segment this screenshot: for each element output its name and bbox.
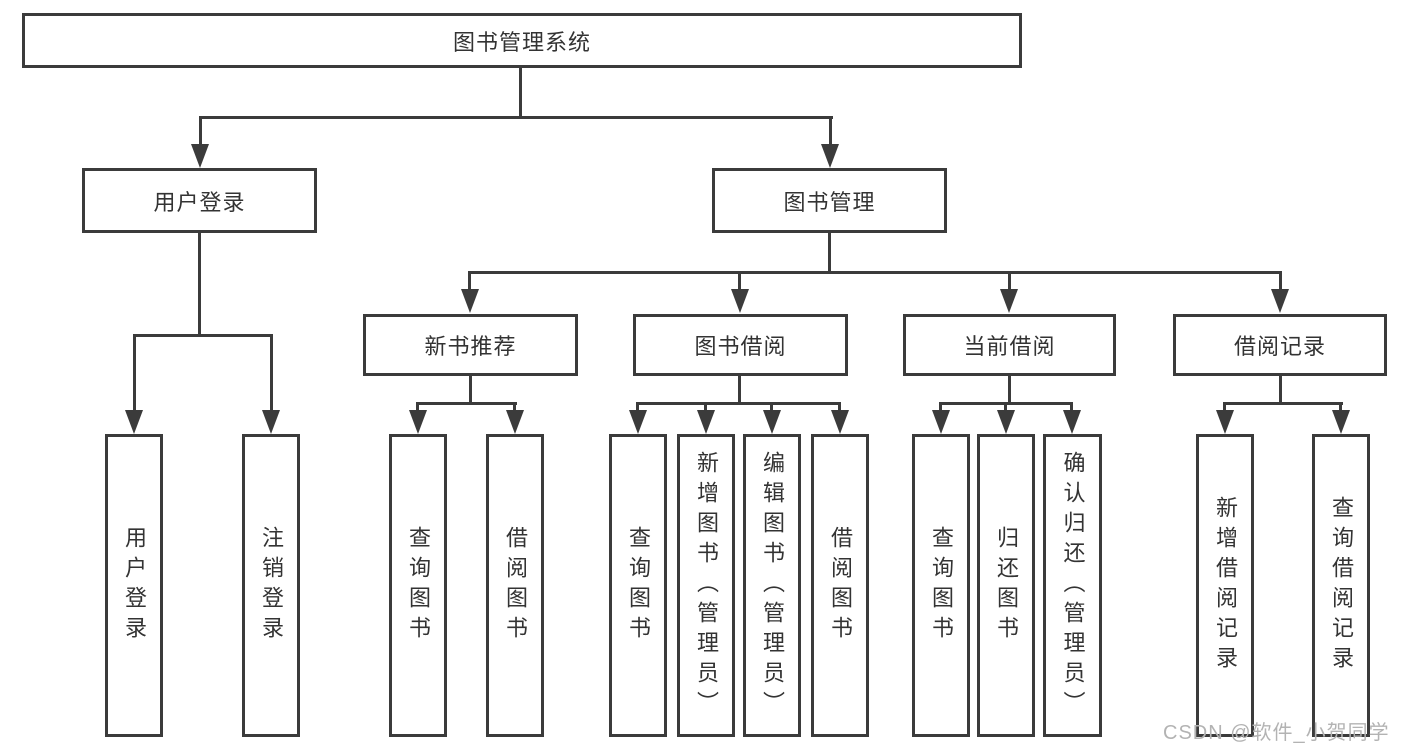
node-current-borrow-label: 当前借阅 (963, 334, 1056, 359)
connector-to-new-book-recommend (468, 271, 471, 293)
connector-borrow-records-branch (1223, 402, 1343, 405)
node-user-login: 用户登录 (82, 168, 317, 233)
leaf-query-book-recommend-label: 查询图书 (406, 525, 431, 646)
leaf-edit-book-admin: 编辑图书（管理员） (743, 434, 801, 737)
connector-to-leaf-add-book (704, 402, 707, 414)
leaf-query-book-current-label: 查询图书 (929, 525, 954, 646)
leaf-query-borrow-record: 查询借阅记录 (1312, 434, 1370, 737)
node-book-management: 图书管理 (712, 168, 947, 233)
connector-to-leaf-login (133, 334, 136, 414)
node-current-borrow: 当前借阅 (903, 314, 1116, 376)
leaf-borrow-book-recommend-label: 借阅图书 (503, 525, 528, 646)
node-root-label: 图书管理系统 (452, 29, 591, 55)
arrowhead-leaf-query-book-3 (932, 410, 950, 434)
leaf-confirm-return-admin: 确认归还（管理员） (1043, 434, 1102, 737)
node-book-borrow: 图书借阅 (633, 314, 848, 376)
leaf-edit-book-admin-label: 编辑图书（管理员） (760, 450, 785, 721)
connector-current-borrow-stub (1008, 376, 1011, 404)
node-user-login-label: 用户登录 (153, 189, 246, 215)
connector-to-leaf-return-book (1004, 402, 1007, 414)
leaf-add-borrow-record: 新增借阅记录 (1196, 434, 1254, 737)
csdn-watermark: CSDN @软件_小贺同学 (1163, 722, 1390, 744)
arrowhead-leaf-borrow-book-2 (831, 410, 849, 434)
connector-to-borrow-records (1279, 271, 1282, 293)
connector-new-book-recommend-branch (416, 402, 517, 405)
leaf-query-book-recommend: 查询图书 (389, 434, 447, 737)
connector-user-login-branch (133, 334, 273, 337)
connector-to-leaf-query-book-2 (636, 402, 639, 414)
connector-to-leaf-borrow-book-1 (513, 402, 516, 414)
arrowhead-leaf-confirm-return (1063, 410, 1081, 434)
node-borrow-records: 借阅记录 (1173, 314, 1387, 376)
arrowhead-current-borrow (1000, 289, 1018, 313)
connector-book-management-stub (828, 233, 831, 274)
connector-root-trunk (519, 68, 522, 118)
leaf-query-book-current: 查询图书 (912, 434, 970, 737)
connector-new-book-recommend-stub (469, 376, 472, 404)
arrowhead-leaf-return-book (997, 410, 1015, 434)
connector-book-borrow-stub (738, 376, 741, 404)
arrowhead-book-borrow (731, 289, 749, 313)
node-new-book-recommend-label: 新书推荐 (424, 334, 517, 359)
connector-to-leaf-confirm-return (1070, 402, 1073, 414)
connector-to-leaf-query-book-1 (416, 402, 419, 414)
connector-to-leaf-query-book-3 (939, 402, 942, 414)
leaf-add-book-admin: 新增图书（管理员） (677, 434, 735, 737)
leaf-return-book-label: 归还图书 (994, 525, 1019, 646)
arrowhead-leaf-add-book (697, 410, 715, 434)
arrowhead-user-login (191, 144, 209, 168)
connector-level2-branch (199, 116, 833, 119)
arrowhead-leaf-edit-book (763, 410, 781, 434)
arrowhead-leaf-query-record (1332, 410, 1350, 434)
connector-to-current-borrow (1008, 271, 1011, 293)
node-borrow-records-label: 借阅记录 (1233, 334, 1326, 359)
connector-level3-branch (469, 271, 1282, 274)
arrowhead-book-management (821, 144, 839, 168)
arrowhead-leaf-query-book-2 (629, 410, 647, 434)
connector-user-login-stub (198, 233, 201, 336)
leaf-confirm-return-admin-label: 确认归还（管理员） (1060, 450, 1086, 721)
connector-to-leaf-add-record (1223, 402, 1226, 414)
leaf-add-borrow-record-label: 新增借阅记录 (1213, 495, 1238, 676)
arrowhead-leaf-query-book-1 (409, 410, 427, 434)
node-book-borrow-label: 图书借阅 (694, 334, 787, 359)
node-root-system: 图书管理系统 (22, 13, 1022, 68)
leaf-query-book-borrow: 查询图书 (609, 434, 667, 737)
arrowhead-leaf-login (125, 410, 143, 434)
connector-to-book-management (829, 116, 832, 148)
arrowhead-new-book-recommend (461, 289, 479, 313)
arrowhead-leaf-borrow-book-1 (506, 410, 524, 434)
connector-to-book-borrow (738, 271, 741, 293)
arrowhead-leaf-logout (262, 410, 280, 434)
leaf-borrow-book-label: 借阅图书 (828, 525, 853, 646)
leaf-query-borrow-record-label: 查询借阅记录 (1329, 495, 1354, 676)
leaf-user-login: 用户登录 (105, 434, 163, 737)
node-new-book-recommend: 新书推荐 (363, 314, 578, 376)
connector-book-borrow-branch (636, 402, 841, 405)
leaf-logout: 注销登录 (242, 434, 300, 737)
leaf-return-book: 归还图书 (977, 434, 1035, 737)
connector-to-leaf-query-record (1339, 402, 1342, 414)
connector-to-leaf-logout (270, 334, 273, 414)
arrowhead-leaf-add-record (1216, 410, 1234, 434)
connector-to-leaf-edit-book (770, 402, 773, 414)
connector-to-user-login (199, 116, 202, 148)
node-book-management-label: 图书管理 (783, 189, 876, 215)
leaf-query-book-borrow-label: 查询图书 (626, 525, 651, 646)
arrowhead-borrow-records (1271, 289, 1289, 313)
connector-to-leaf-borrow-book-2 (838, 402, 841, 414)
leaf-borrow-book-recommend: 借阅图书 (486, 434, 544, 737)
leaf-add-book-admin-label: 新增图书（管理员） (694, 450, 719, 721)
leaf-borrow-book: 借阅图书 (811, 434, 869, 737)
leaf-logout-label: 注销登录 (259, 525, 284, 646)
leaf-user-login-label: 用户登录 (122, 525, 147, 646)
connector-borrow-records-stub (1279, 376, 1282, 404)
